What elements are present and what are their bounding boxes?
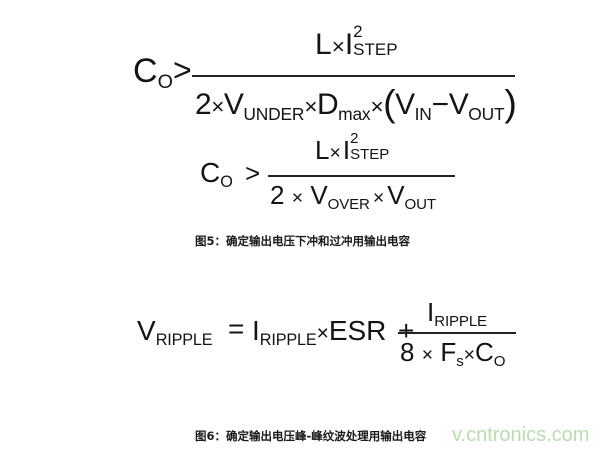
eq2-den-two: 2 <box>270 180 285 210</box>
eq1-den-vin: V <box>395 88 415 121</box>
eq1-den-d-sub: max <box>338 103 371 124</box>
eq2-fraction-bar <box>268 175 455 177</box>
eq1-den-rparen: ) <box>504 81 517 124</box>
figure-6-caption: 图6：确定输出电压峰-峰纹波处理用输出电容 <box>195 429 427 443</box>
figure-5-caption: 图5：确定输出电压下冲和过冲用输出电容 <box>195 234 410 248</box>
eq3-den-times2: × <box>463 344 475 366</box>
eq2-denominator: 2 × VOVER×VOUT <box>270 180 437 213</box>
eq2-num-sup: 2 <box>350 130 359 148</box>
eq1-den-times3: × <box>370 94 384 119</box>
eq3-term1-esr: ESR <box>328 315 387 346</box>
eq2-num-sub: STEP <box>350 146 390 164</box>
eq1-lhs: CO <box>133 52 173 94</box>
eq2-lhs: CO <box>200 157 233 192</box>
eq1-denominator: 2×VUNDER×Dmax×(VIN−VOUT) <box>195 80 517 124</box>
eq3-v-subscript: RIPPLE <box>155 331 213 350</box>
eq1-relation: > <box>173 52 192 88</box>
eq1-den-two: 2 <box>195 88 212 121</box>
eq2-num-times: × <box>329 142 341 164</box>
eq2-den-vout-sub: OUT <box>404 195 437 213</box>
eq3-relation: = <box>228 313 245 344</box>
eq3-term1-i: I <box>252 315 260 346</box>
eq1-num-sup: 2 <box>353 22 363 42</box>
eq2-relation: > <box>245 158 261 188</box>
eq2-c-symbol: C <box>200 157 221 188</box>
eq2-numerator: L×I 2 STEP <box>315 131 390 166</box>
eq3-term1-times: × <box>316 322 329 345</box>
eq1-c-subscript: O <box>157 71 173 94</box>
eq3-den-c: C <box>475 337 494 367</box>
eq2-den-vout: V <box>387 180 405 210</box>
eq3-term1-i-sub: RIPPLE <box>259 331 317 350</box>
eq1-den-lparen: ( <box>383 81 396 124</box>
eq1-num-sub: STEP <box>353 40 398 60</box>
eq1-den-v-sub: UNDER <box>243 103 305 124</box>
eq1-den-vout: V <box>448 88 469 121</box>
eq2-den-times1: × <box>291 187 304 209</box>
eq2-den-v: V <box>310 180 328 210</box>
eq2-num-l: L <box>315 135 330 165</box>
eq1-num-times: × <box>331 34 345 59</box>
eq2-den-times2: × <box>372 187 385 209</box>
eq2-c-subscript: O <box>220 173 233 192</box>
eq1-den-vin-sub: IN <box>414 103 432 124</box>
eq1-numerator: L×I 2 STEP <box>315 23 398 62</box>
eq3-den-f: F <box>440 337 457 367</box>
eq1-den-vout-sub: OUT <box>468 103 505 124</box>
site-watermark: v.cntronics.com <box>452 424 590 446</box>
eq1-c-symbol: C <box>133 52 158 90</box>
eq1-den-d: D <box>316 88 339 121</box>
eq1-den-times1: × <box>211 94 224 119</box>
eq3-denominator: 8 × Fs×CO <box>400 337 506 370</box>
equation-3: VRIPPLE = IRIPPLE×ESR + IRIPPLE 8 × Fs×C… <box>0 295 600 375</box>
eq1-den-minus: − <box>431 88 450 121</box>
eq3-lhs: VRIPPLE <box>137 315 213 350</box>
eq1-num-supsub: 2 STEP <box>353 23 398 61</box>
eq2-num-i: I <box>342 135 351 165</box>
eq3-term1: IRIPPLE×ESR <box>252 315 387 350</box>
eq3-den-c-sub: O <box>493 352 506 370</box>
eq3-numerator: IRIPPLE <box>427 297 487 330</box>
eq1-num-l: L <box>315 28 332 61</box>
eq2-den-v-sub: OVER <box>327 195 370 213</box>
eq3-den-eight: 8 <box>400 337 415 367</box>
eq3-v-symbol: V <box>137 315 156 346</box>
eq2-num-supsub: 2 STEP <box>350 131 390 165</box>
eq3-den-f-sub: s <box>456 352 464 370</box>
eq1-num-i: I <box>344 28 354 61</box>
eq1-den-times2: × <box>304 94 317 119</box>
eq1-den-v: V <box>223 88 244 121</box>
eq3-den-times1: × <box>421 344 434 366</box>
eq3-plus: + <box>398 315 415 346</box>
eq3-num-sub: RIPPLE <box>434 312 487 330</box>
eq3-num-i: I <box>427 297 435 327</box>
equation-1: CO > L×I 2 STEP 2×VUNDER×Dmax×(VIN−VOUT) <box>0 0 600 130</box>
eq1-fraction-bar <box>192 75 515 77</box>
eq3-fraction-bar <box>398 332 516 334</box>
equation-2: CO > L×I 2 STEP 2 × VOVER×VOUT <box>0 130 600 225</box>
